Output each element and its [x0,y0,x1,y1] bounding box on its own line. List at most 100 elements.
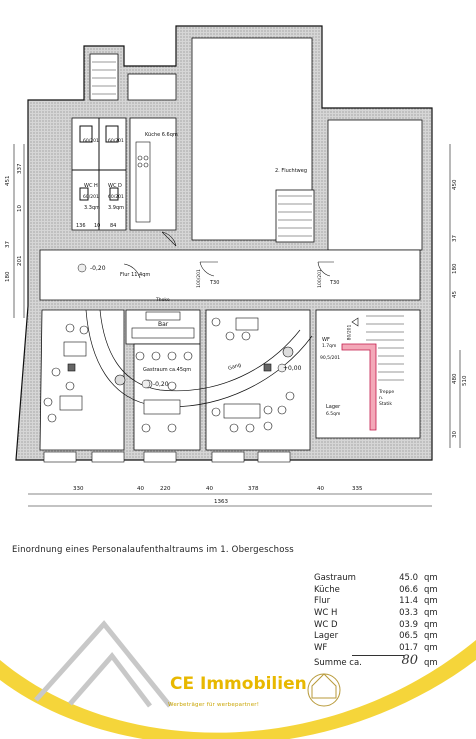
area-name: WF [314,643,328,654]
wf-wall-insert [341,343,377,431]
area-unit: qm [424,643,438,654]
room-bar [125,309,201,345]
door-mark-t30-2: T30 [330,280,340,286]
room-lager [315,309,421,439]
dim-bottom-7: 335 [352,486,363,492]
dim-right-4: 45 [452,291,458,298]
area-unit: qm [424,596,438,607]
dim-right-2: 37 [452,235,458,242]
label-gastraum: Gastraum ca.45qm [143,367,192,373]
furniture [43,317,295,433]
logo-chevrons [34,620,172,708]
area-value: 06.5 [399,631,418,642]
area-value: 01.7 [399,643,418,654]
area-name: Flur [314,596,331,607]
room-right-upper [327,119,423,251]
door-code-1: 60/201 [83,139,99,144]
area-row: Küche 06.6 qm [314,585,464,597]
area-value: 03.3 [399,608,418,619]
wf-triangle [351,317,359,327]
dim-left-5: 180 [5,271,11,283]
door-code-7: 90,5/201 [320,356,341,361]
door-code-5: 100/201 [196,269,202,288]
dim-bottom-4: 40 [206,486,213,492]
area-name: WC H [314,608,338,619]
label-lager: Lager [326,404,341,410]
label-theke: Theke [156,298,170,303]
label-fluchtweg: 2. Fluchtweg [275,168,308,174]
room-stair-top [89,53,119,101]
sum-unit: qm [424,658,438,668]
area-value: 06.6 [399,584,418,595]
label-bar: Bar [158,321,169,328]
brand-slogan: Werbeträger für werbepartner! [168,702,260,708]
plan-caption: Einordnung eines Personalaufenthaltraums… [12,545,294,555]
label-treppe-sub1: n. [379,396,384,401]
label-wc-d: WC D [108,183,122,189]
sum-value: 80 [401,653,418,668]
label-lager-area: 6.5qm [326,412,341,417]
label-wc-dim-3: 84 [110,223,117,229]
dim-left-2: 337 [17,163,23,175]
kitchen-counter [135,141,151,223]
label-treppe: Treppe [379,390,395,395]
room-interiors [39,37,423,451]
dim-right-3: 180 [452,263,458,275]
level-gastraum: -0,20 [153,381,169,388]
door-code-2: 60/201 [108,139,124,144]
area-unit: qm [424,608,438,619]
dim-bottom-5: 378 [248,486,259,492]
door-code-8: 80/201 [347,324,353,341]
door-mark-t30-1: T30 [210,280,220,286]
bar-counter [131,311,195,339]
dim-bottom-6: 40 [317,486,324,492]
label-wc-h-area: 3.3qm [84,205,100,211]
dim-bottom-2: 40 [137,486,144,492]
room-gastraum-mid [133,343,201,451]
label-wf-area: 1.7qm [322,344,337,349]
room-gastraum-right [205,309,311,451]
area-row: WC D 03.9 qm [314,620,464,632]
wc-partitions [72,118,126,230]
label-wc-dim-2: 10 [94,223,101,229]
dim-right-7: 30 [452,431,458,438]
area-unit: qm [424,584,438,595]
room-stair-mid [275,189,315,243]
door-code-3: 60/201 [83,195,99,200]
sum-label: Summe ca. [314,658,362,668]
dim-left-6: 201 [17,255,23,267]
dim-total: 1363 [214,499,228,505]
dim-right-1: 450 [452,179,458,191]
area-name: WC D [314,619,338,630]
level-flur: -0,20 [90,265,106,272]
level-markers [77,263,287,389]
dim-right-6: 510 [462,375,468,387]
area-unit: qm [424,619,438,630]
label-wc-dim-1: 136 [76,223,86,229]
label-wc-h: WC H [84,183,98,189]
castle-emblem-icon [307,673,341,707]
door-code-4: 60/201 [108,195,124,200]
brand-swoosh [0,640,476,739]
dimension-lines [13,144,461,507]
area-value: 03.9 [399,619,418,630]
area-name: Lager [314,631,339,642]
label-wf: WF [322,337,330,343]
dim-right-5: 480 [452,373,458,385]
dim-left-3: 10 [17,205,23,212]
area-name: Küche [314,584,340,595]
area-name: Gastraum [314,573,356,583]
dim-bottom-1: 330 [73,486,84,492]
dim-left-1: 451 [5,175,11,187]
label-wc-d-area: 3.9qm [108,205,124,211]
window-bays [43,451,291,463]
dim-left-4: 37 [5,241,11,248]
label-flur: Flur 11.4qm [120,272,151,278]
area-row: WF 01.7 qm [314,643,464,655]
area-unit: qm [424,573,438,583]
